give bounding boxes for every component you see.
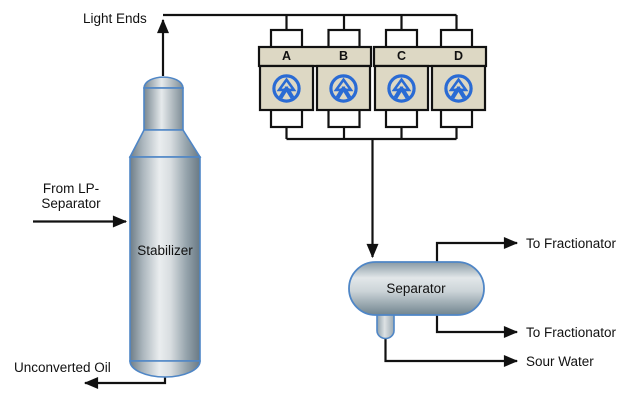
to-fractionator-top-label: To Fractionator [526,236,617,251]
stabilizer-neck [143,87,184,131]
nozzle-top-c [384,28,419,50]
separator-shell [348,261,485,316]
nozzle-bottom-d [439,107,474,129]
lp-feed-line2: Separator [41,196,101,211]
compressor-label-a: A [281,49,292,63]
nozzle-top-d [439,28,474,50]
nozzle-top-b [327,28,361,50]
stabilizer-bottom-dome [129,360,201,378]
separator-boot [376,313,395,340]
piping-lines [33,13,519,389]
compressor-label-c: C [396,49,407,63]
light-ends-label: Light Ends [83,11,147,26]
nozzle-bottom-c [384,107,419,129]
stabilizer-vessel [128,76,202,378]
compressor-label-d: D [453,49,464,63]
to-fractionator-bottom-line [435,313,519,338]
sour-water-label: Sour Water [526,354,594,369]
stabilizer-label: Stabilizer [137,243,193,258]
lp-separator-feed-label: From LP- Separator [36,181,106,211]
unconverted-oil-label: Unconverted Oil [14,360,111,375]
compressor-label-b: B [338,49,349,63]
nozzle-bottom-b [327,107,361,129]
to-fractionator-bottom-label: To Fractionator [526,325,617,340]
compressor-bank [257,28,488,129]
sour-water-line [384,334,519,367]
stabilizer-top-dome [143,76,184,89]
separator-vessel [348,261,485,340]
nozzle-top-a [269,28,304,50]
nozzle-bottom-a [269,107,304,129]
to-fractionator-top-line [435,237,519,264]
separator-label: Separator [386,281,446,296]
header-bar-ab [257,45,373,68]
stabilizer-shell [129,156,201,362]
header-bar-cd [372,45,488,68]
stabilizer-cone [128,129,202,158]
lp-feed-line1: From LP- [42,181,100,196]
